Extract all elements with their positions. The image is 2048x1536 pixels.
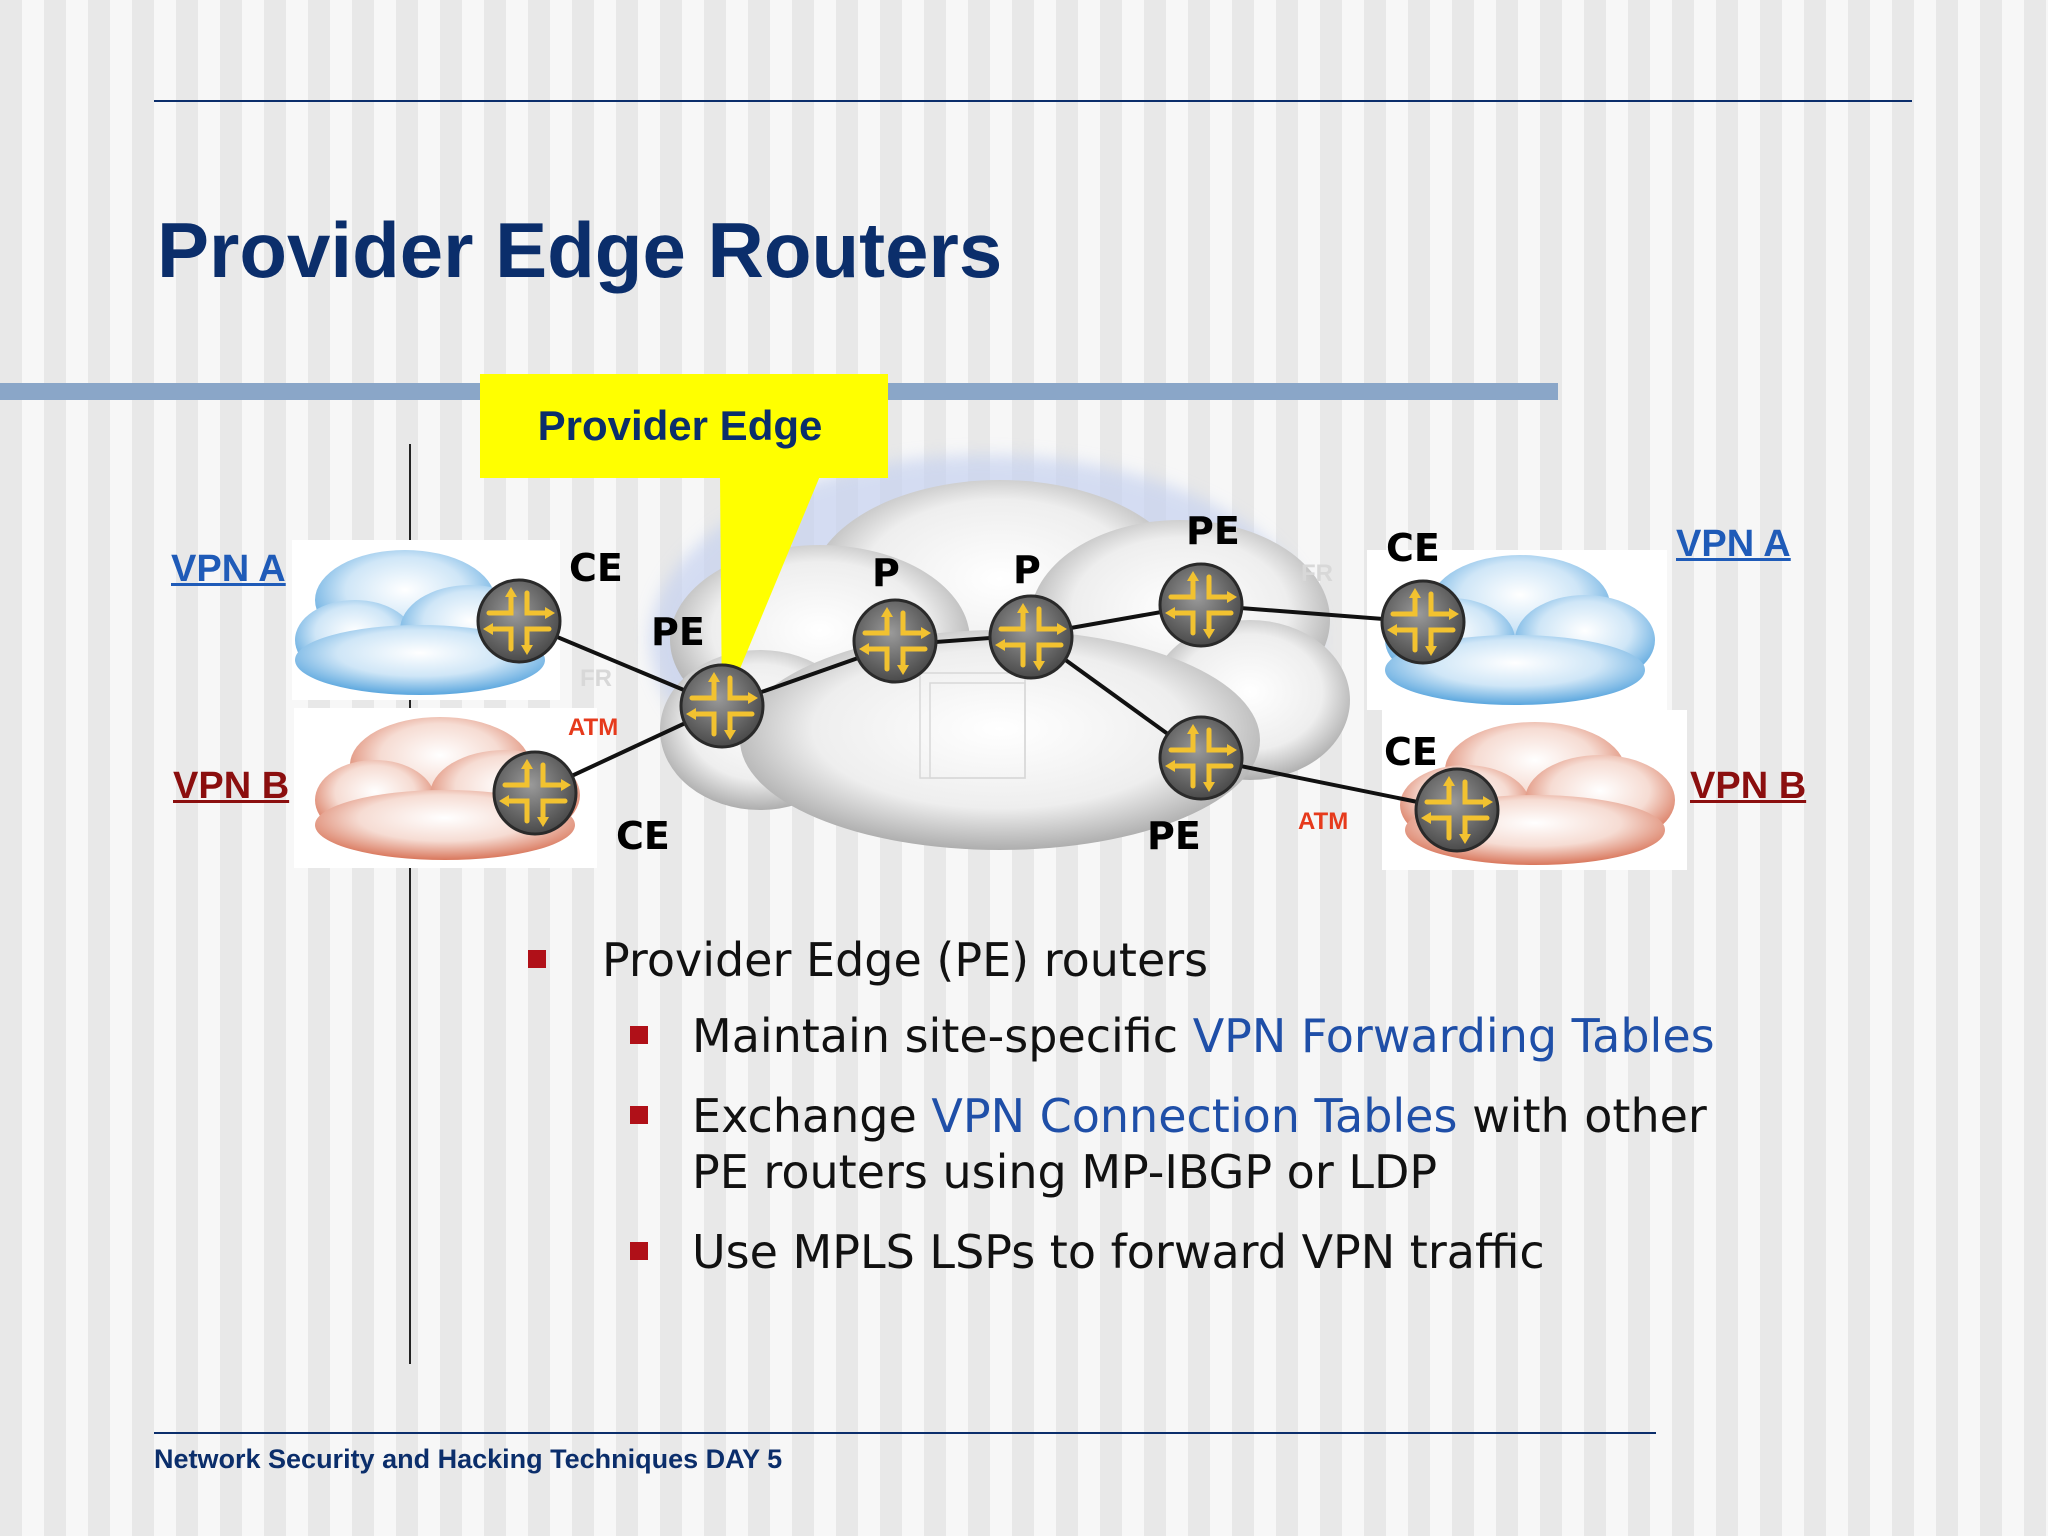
pe-router-top-right [1160,564,1242,646]
vpn-a-left-label[interactable]: VPN A [171,548,286,590]
ce-router-right-b [1416,769,1498,851]
vpn-b-left-label[interactable]: VPN B [173,765,290,807]
link-atm-left: ATM [568,714,619,741]
vpn-b-right-label[interactable]: VPN B [1690,765,1807,807]
bullet-square-icon [630,1106,648,1124]
document-placeholder-icon [919,672,1026,779]
ce-router-left-a [478,580,560,662]
p-router-right [990,596,1072,678]
label-p-left: P [872,551,900,595]
bullet-square-icon [630,1242,648,1260]
bullet-sub-3: Use MPLS LSPs to forward VPN traffic [520,1224,1820,1280]
ce-router-left-b [494,752,576,834]
vpn-a-right-label[interactable]: VPN A [1676,523,1791,565]
label-pe-left: PE [651,610,705,654]
label-ce-bottom-left: CE [616,814,670,858]
callout-label: Provider Edge [537,402,823,449]
p-router-left [854,600,936,682]
link-fr-right: FR [1301,560,1333,587]
bullet-sub-2: Exchange VPN Connection Tables with othe… [520,1088,1820,1200]
vpn-b-left-cloud [294,708,597,868]
pe-router-bottom-right [1160,717,1242,799]
link-fr-left: FR [580,665,612,692]
bullet-square-icon [528,950,546,968]
highlight-vpn-forwarding-tables: VPN Forwarding Tables [1192,1009,1715,1063]
vertical-divider [409,444,411,1364]
ce-router-right-a [1382,581,1464,663]
top-rule [154,100,1912,102]
bullet-sub-1: Maintain site-specific VPN Forwarding Ta… [520,1008,1820,1064]
vpn-a-left-cloud [292,540,560,700]
slide-footer: Network Security and Hacking Techniques … [154,1444,783,1474]
label-p-right: P [1013,548,1041,592]
bullet-list: Provider Edge (PE) routers Maintain site… [520,930,1820,1304]
label-ce-top-left: CE [569,546,623,590]
bottom-rule [154,1432,1656,1434]
bullet-square-icon [630,1026,648,1044]
provider-edge-callout [480,374,888,712]
label-pe-bottom-right: PE [1147,814,1201,858]
label-ce-bottom-right: CE [1384,730,1438,774]
pe-router-left [681,665,763,747]
label-pe-top-right: PE [1186,509,1240,553]
bullet-main: Provider Edge (PE) routers [520,930,1820,990]
slide-title: Provider Edge Routers [157,206,1003,294]
highlight-vpn-connection-tables: VPN Connection Tables [931,1089,1458,1143]
link-atm-right: ATM [1298,808,1349,835]
label-ce-top-right: CE [1386,526,1440,570]
